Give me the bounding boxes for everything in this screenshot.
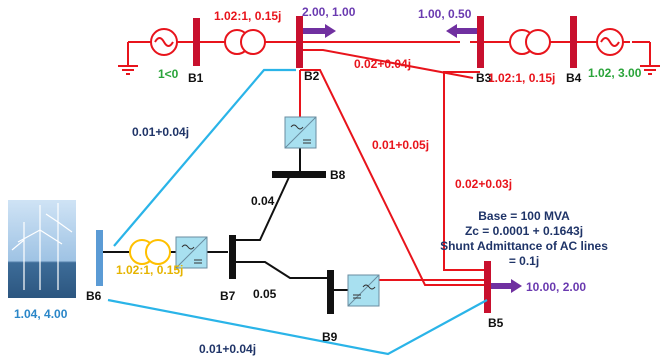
line-b7-b8 xyxy=(236,174,291,241)
bus-label-b7: B7 xyxy=(220,289,236,303)
gen-b4-label: 1.02, 3.00 xyxy=(588,66,642,80)
line-b2-b3 xyxy=(300,49,474,79)
transformer-b1-b2 xyxy=(224,29,266,55)
bus-label-b9: B9 xyxy=(322,330,338,344)
bus-label-b1: B1 xyxy=(188,71,204,85)
ground-icon-right xyxy=(640,65,660,75)
gen-b1-label: 1<0 xyxy=(158,67,179,81)
line-b6-b5-label: 0.01+0.04j xyxy=(199,342,256,356)
transformer-b6-b7 xyxy=(129,239,171,265)
bus-label-b5: B5 xyxy=(488,316,504,330)
line-b2-b5-label: 0.01+0.05j xyxy=(372,138,429,152)
bus-bar-b6 xyxy=(96,230,103,286)
bus-bar-b8 xyxy=(272,171,326,178)
line-b3-b5-label: 0.02+0.03j xyxy=(455,177,512,191)
load-b2-label: 2.00, 1.00 xyxy=(302,5,356,19)
info-base: Base = 100 MVA xyxy=(478,209,570,223)
converter-b6-b7 xyxy=(175,236,208,269)
line-b2-b6-label: 0.01+0.04j xyxy=(132,125,189,139)
load-b3-label: 1.00, 0.50 xyxy=(418,7,472,21)
line-b7-b9-label: 0.05 xyxy=(253,287,277,301)
bus-label-b4: B4 xyxy=(566,71,582,85)
wind-gen-label: 1.04, 4.00 xyxy=(14,307,68,321)
line-b2-b3-label: 0.02+0.04j xyxy=(354,57,411,71)
load-b5-label: 10.00, 2.00 xyxy=(526,280,586,294)
bus-bar-b5 xyxy=(484,261,491,313)
dc-line-b6-b5 xyxy=(107,298,488,356)
bus-bar-b9 xyxy=(327,270,334,314)
bus-bar-b7 xyxy=(229,235,236,279)
transformer-b3-b4 xyxy=(509,29,551,55)
bus-label-b2: B2 xyxy=(304,69,320,83)
bus-label-b3: B3 xyxy=(476,71,492,85)
dc-network xyxy=(107,68,488,356)
bus-bar-b3 xyxy=(477,16,484,68)
line-b3-b5 xyxy=(443,71,487,271)
line-b2-b5 xyxy=(300,69,487,286)
info-shunt-2: = 0.1j xyxy=(509,254,539,268)
info-shunt-1: Shunt Admittance of AC lines xyxy=(440,239,608,253)
load-arrow-b2 xyxy=(303,24,336,38)
generator-b1 xyxy=(150,28,178,56)
generator-b4 xyxy=(596,28,624,56)
line-b7-b9 xyxy=(236,261,330,279)
converter-b9-b5 xyxy=(347,274,380,307)
bus-bar-b1 xyxy=(193,18,200,66)
dc-line-b2-b6 xyxy=(113,68,296,247)
tx-b1-b2-label: 1.02:1, 0.15j xyxy=(214,9,281,23)
line-b7-b8-label: 0.04 xyxy=(251,194,275,208)
bus-label-b8: B8 xyxy=(330,168,346,182)
bus-label-b6: B6 xyxy=(86,289,102,303)
converter-b2-b8 xyxy=(284,116,317,149)
tx-b3-b4-label: 1.02:1, 0.15j xyxy=(488,71,555,85)
wind-farm-image xyxy=(8,200,76,298)
load-arrow-b3 xyxy=(446,24,477,38)
info-zc: Zc = 0.0001 + 0.1643j xyxy=(465,224,583,238)
ground-icon-left xyxy=(118,65,138,75)
bus-bar-b2 xyxy=(296,16,303,68)
tx-b6-b7-label: 1.02:1, 0.15j xyxy=(116,263,183,277)
load-arrow-b5 xyxy=(491,279,522,293)
bus-bar-b4 xyxy=(570,16,577,68)
